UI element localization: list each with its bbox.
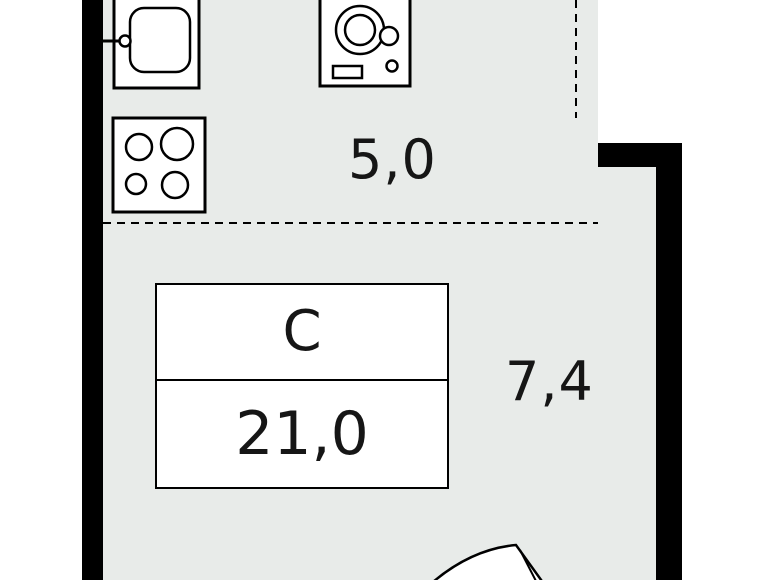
stove-icon [111,116,207,214]
unit-type-label: С [157,285,447,381]
door-swing-icon [433,543,543,580]
adjacent-area-label: 7,4 [505,350,594,413]
washing-machine-icon [318,0,412,88]
wall-right [656,143,682,580]
wall-left [82,0,103,580]
unit-area-label: 21,0 [235,398,369,469]
exterior-top-right [598,0,780,143]
sink-icon [99,0,201,90]
kitchen-area-label: 5,0 [348,128,437,191]
unit-label-box: С 21,0 [155,283,449,489]
